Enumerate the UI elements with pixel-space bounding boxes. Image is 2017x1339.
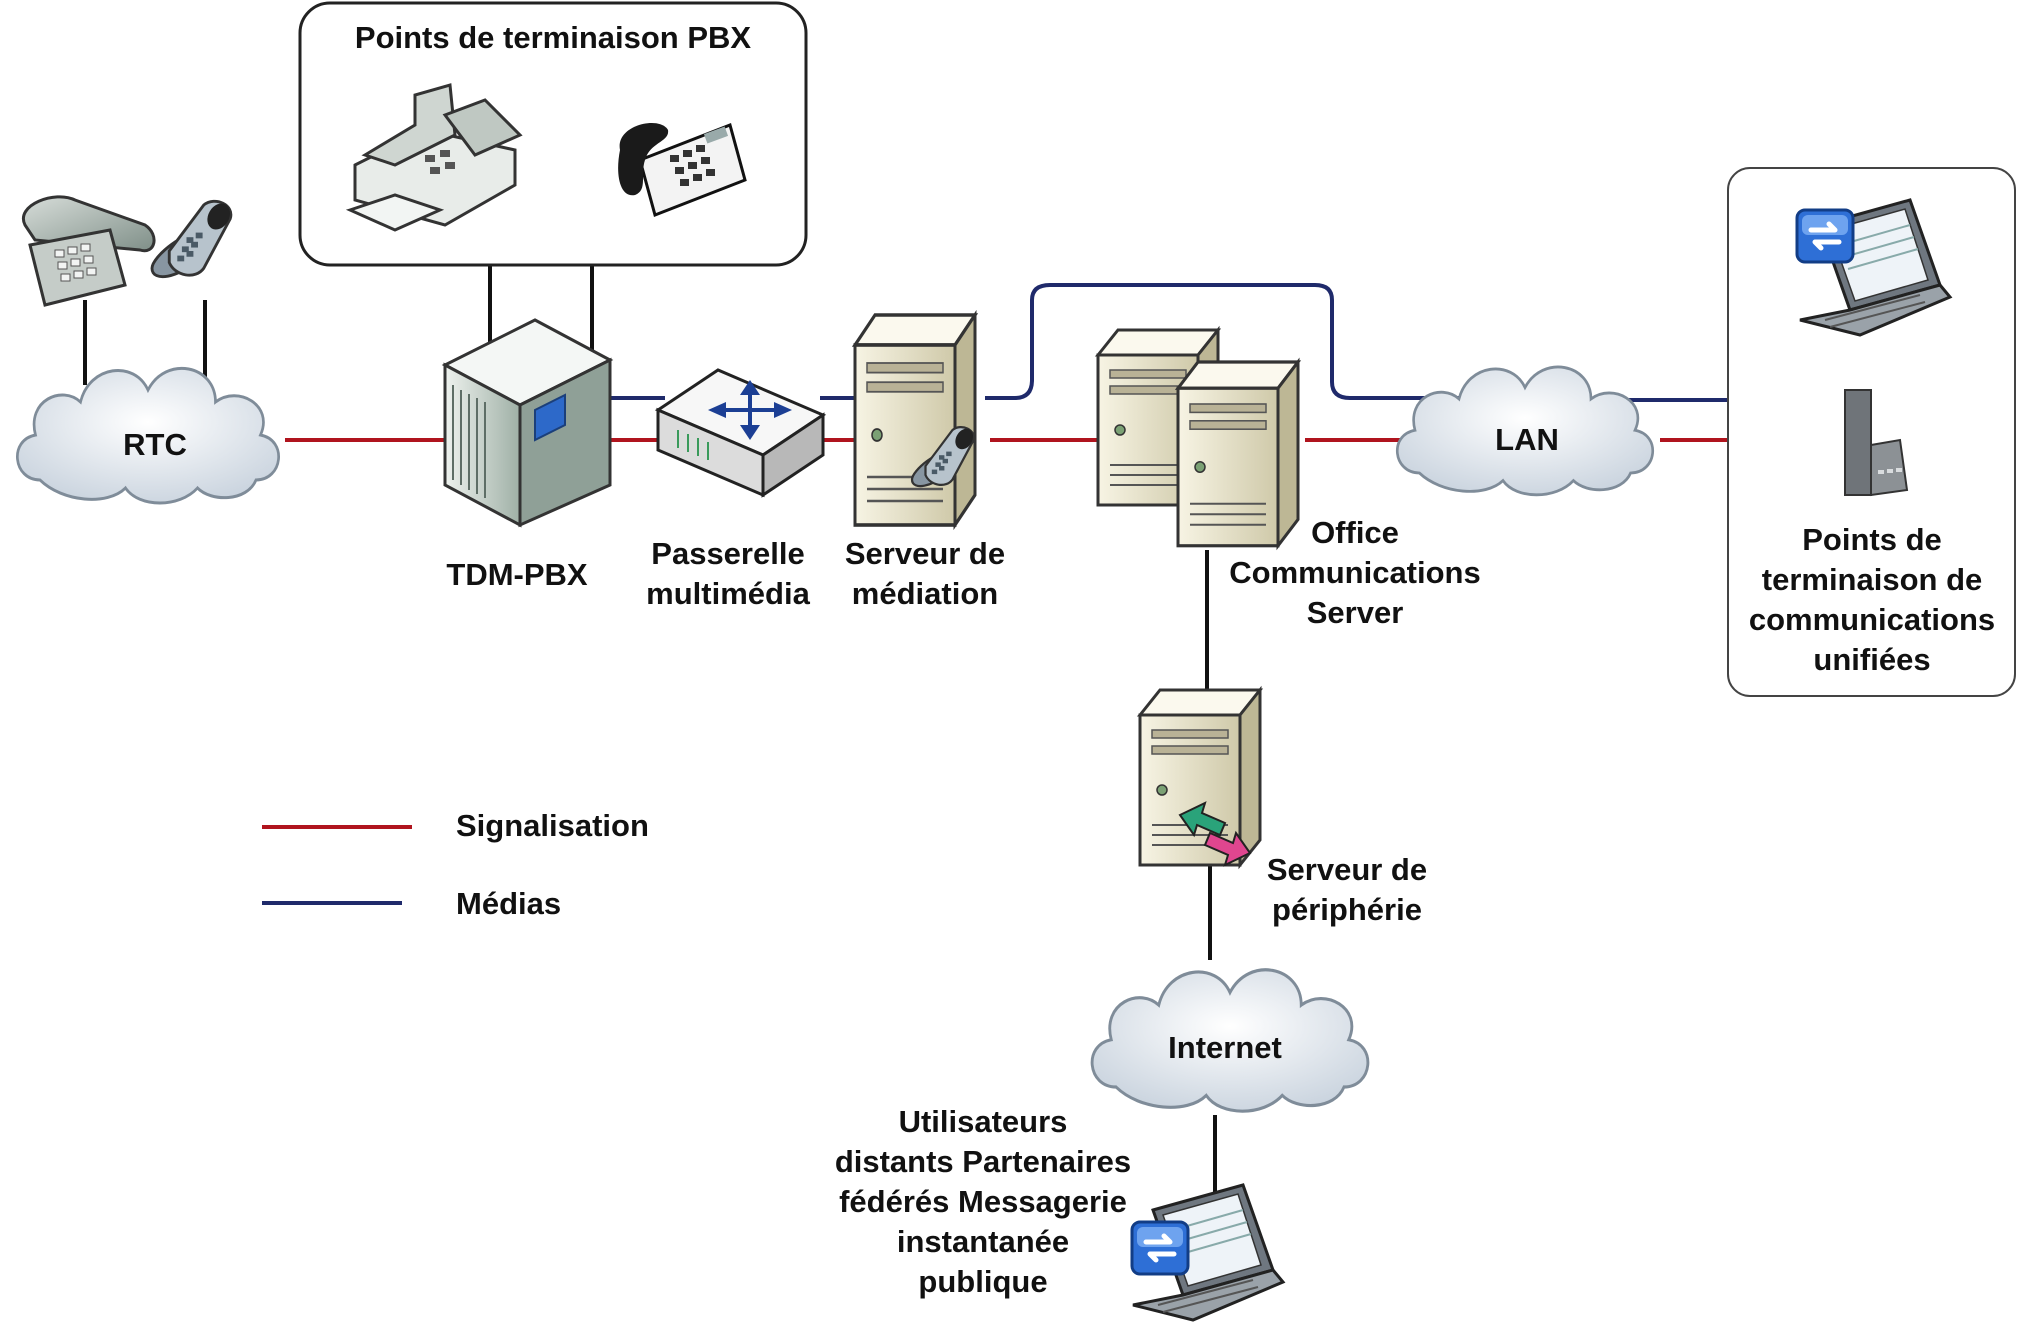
- remote-label-line5: publique: [918, 1264, 1047, 1299]
- tdm-pbx-icon: [441, 318, 614, 528]
- ocs-label-line2: Communications: [1229, 555, 1480, 590]
- media-lines: [610, 283, 1728, 402]
- remote-label-line1: Utilisateurs: [899, 1104, 1068, 1139]
- rtc-label: RTC: [123, 427, 187, 462]
- desk-phone-icon: [618, 122, 747, 218]
- pbx-endpoints-box: Points de terminaison PBX: [298, 1, 808, 267]
- edge-label-line2: périphérie: [1272, 892, 1422, 927]
- uc-label-line1: Points de: [1802, 522, 1942, 557]
- fax-icon: [345, 83, 523, 232]
- black-links: [83, 265, 1217, 1215]
- ip-phone-icon: [1844, 389, 1909, 497]
- analog-phone-icon: [21, 195, 156, 307]
- mediation-label-line1: Serveur de: [845, 536, 1005, 571]
- gateway-label-line2: multimédia: [646, 576, 810, 611]
- remote-label-line2: distants Partenaires: [835, 1144, 1131, 1179]
- media-gateway-icon: [654, 368, 827, 498]
- internet-label: Internet: [1168, 1030, 1282, 1065]
- ocs-server-icon-front: [1176, 360, 1300, 548]
- remote-communicator-icon: [1132, 1222, 1188, 1274]
- remote-label-line4: instantanée: [897, 1224, 1069, 1259]
- ocs-label-line1: Office: [1311, 515, 1399, 550]
- remote-label-line3: fédérés Messagerie: [839, 1184, 1127, 1219]
- tdm-pbx-label: TDM-PBX: [446, 557, 588, 592]
- lan-label: LAN: [1495, 422, 1559, 457]
- legend: Signalisation Médias: [262, 808, 649, 921]
- legend-media-label: Médias: [456, 886, 561, 921]
- ocs-label-line3: Server: [1307, 595, 1404, 630]
- communicator-icon: [1797, 210, 1853, 262]
- edge-label-line1: Serveur de: [1267, 852, 1427, 887]
- uc-label-line4: unifiées: [1813, 642, 1930, 677]
- uc-label-line2: terminaison de: [1762, 562, 1983, 597]
- edge-arrow-icon: [1178, 801, 1252, 867]
- mobile-phone-icon: [150, 197, 237, 279]
- mediation-label-line2: médiation: [852, 576, 998, 611]
- legend-signal-label: Signalisation: [456, 808, 649, 843]
- uc-label-line3: communications: [1749, 602, 1995, 637]
- edge-server-icon: [1138, 688, 1262, 867]
- mediation-server-icon: [853, 313, 977, 527]
- pbx-box-title: Points de terminaison PBX: [355, 20, 752, 55]
- uc-endpoints-box: Points de terminaison de communications …: [1727, 167, 2016, 697]
- gateway-label-line1: Passerelle: [651, 536, 804, 571]
